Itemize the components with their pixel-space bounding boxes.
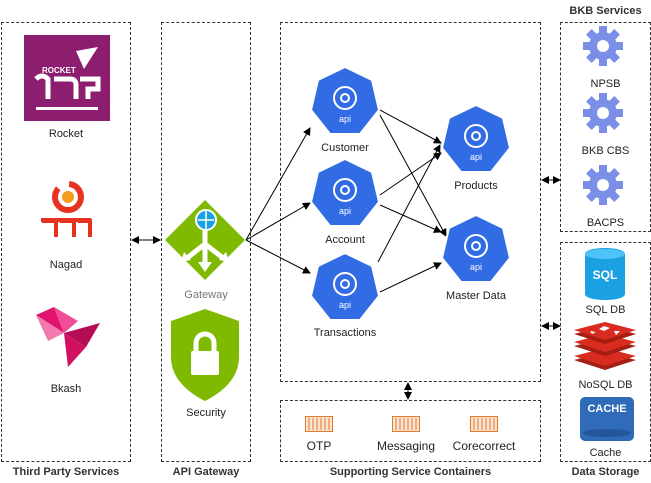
transactions-api-badge: api bbox=[339, 300, 351, 310]
transactions-api-icon: api bbox=[309, 252, 381, 321]
connector-transactions-products bbox=[377, 144, 441, 263]
gateway-icon bbox=[165, 200, 245, 280]
products-api-badge: api bbox=[470, 152, 482, 162]
connector-transactions-master bbox=[379, 262, 442, 293]
customer-label: Customer bbox=[321, 142, 369, 154]
account-label: Account bbox=[325, 234, 365, 246]
sql-icon-text: SQL bbox=[593, 268, 618, 282]
bacps-label: BACPS bbox=[586, 217, 625, 229]
products-api-icon: api bbox=[440, 104, 512, 173]
customer-api-badge: api bbox=[339, 114, 351, 124]
nagad-logo bbox=[41, 181, 92, 237]
supporting-services-title: Supporting Service Containers bbox=[329, 466, 492, 478]
corecorrect-label: Corecorrect bbox=[452, 439, 516, 453]
connector-customer-master bbox=[379, 114, 447, 237]
rocket-logo-text: ROCKET bbox=[42, 66, 76, 75]
sql-db-label: SQL DB bbox=[585, 304, 626, 316]
otp-label: OTP bbox=[306, 439, 332, 453]
connector-gateway-transactions bbox=[245, 239, 311, 274]
cache-label: Cache bbox=[589, 447, 622, 459]
otp-container-icon bbox=[305, 416, 333, 432]
transactions-label: Transactions bbox=[313, 327, 377, 339]
messaging-label: Messaging bbox=[376, 439, 436, 453]
nosql-db-label: NoSQL DB bbox=[578, 379, 633, 391]
connector-account-products bbox=[379, 152, 442, 196]
connector-gateway-account bbox=[245, 202, 311, 241]
account-api-badge: api bbox=[339, 206, 351, 216]
bkb-services-title: BKB Services bbox=[569, 5, 642, 17]
cache-icon-text: CACHE bbox=[587, 403, 626, 415]
master-data-api-icon: api bbox=[440, 214, 512, 283]
connector-gateway-customer bbox=[245, 127, 311, 241]
connector-customer-products bbox=[379, 109, 442, 144]
products-label: Products bbox=[454, 180, 498, 192]
security-label: Security bbox=[186, 407, 226, 419]
microservices-group bbox=[280, 22, 541, 382]
bkb-cbs-label: BKB CBS bbox=[581, 145, 630, 157]
rocket-logo: ROCKET bbox=[24, 35, 110, 121]
bkash-label: Bkash bbox=[50, 383, 82, 395]
api-gateway-title: API Gateway bbox=[172, 466, 240, 478]
third-party-services-group bbox=[1, 22, 131, 462]
gateway-label: Gateway bbox=[184, 289, 228, 301]
corecorrect-container-icon bbox=[470, 416, 498, 432]
data-storage-title: Data Storage bbox=[571, 466, 640, 478]
account-api-icon: api bbox=[309, 158, 381, 227]
messaging-container-icon bbox=[392, 416, 420, 432]
cache-icon: CACHE bbox=[580, 397, 634, 441]
security-shield-icon bbox=[171, 309, 239, 401]
sql-db-icon: SQL bbox=[585, 248, 625, 300]
master-data-label: Master Data bbox=[446, 290, 506, 302]
rocket-label: Rocket bbox=[48, 128, 84, 140]
npsb-label: NPSB bbox=[590, 78, 621, 90]
nosql-db-redis-icon bbox=[574, 322, 636, 370]
master-data-api-badge: api bbox=[470, 262, 482, 272]
bkash-logo bbox=[36, 307, 100, 367]
bacps-gear-icon bbox=[583, 165, 623, 205]
nagad-label: Nagad bbox=[49, 259, 83, 271]
customer-api-icon: api bbox=[309, 66, 381, 135]
third-party-services-title: Third Party Services bbox=[12, 466, 120, 478]
supporting-services-group bbox=[280, 400, 541, 462]
connector-account-master bbox=[379, 204, 442, 233]
bkb-cbs-gear-icon bbox=[583, 93, 623, 133]
npsb-gear-icon bbox=[583, 26, 623, 66]
